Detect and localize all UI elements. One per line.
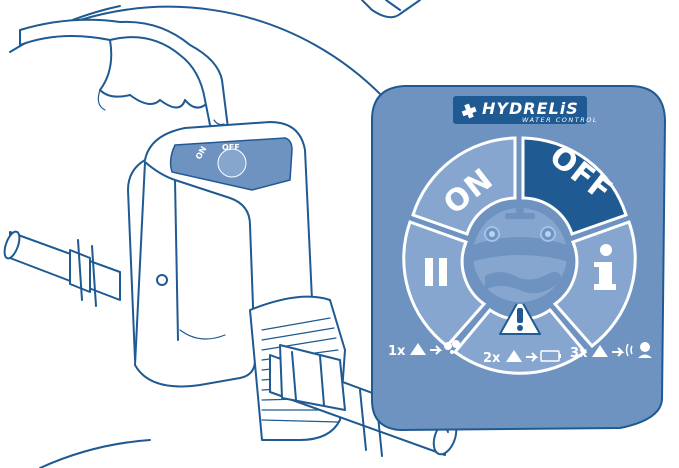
info-icon <box>594 244 616 290</box>
warning-triangle-icon <box>499 297 541 335</box>
logo-cross-icon <box>461 103 477 119</box>
alert-button[interactable] <box>452 297 588 375</box>
legend-count-1: 1x <box>388 344 406 359</box>
faucet-icon <box>470 208 570 262</box>
center-status-indicator <box>470 206 570 304</box>
pipe-left <box>3 230 121 307</box>
legend-item-signal: 3x <box>570 342 652 361</box>
frame-circle-bottom <box>39 439 151 468</box>
legend-item-battery: 2x <box>483 350 561 366</box>
control-panel-large: HYDRELiS WATER CONTROL ON OFF <box>371 85 667 432</box>
pipe-fragment-top <box>361 0 421 19</box>
legend-item-leak: 1x <box>388 340 460 359</box>
brand-name: HYDRELiS <box>482 99 579 118</box>
brand-tagline: WATER CONTROL <box>522 116 598 124</box>
brand-logo: HYDRELiS WATER CONTROL <box>453 96 598 124</box>
radio-signal-icon <box>625 342 652 358</box>
legend-count-3: 3x <box>570 346 588 361</box>
pause-icon <box>425 258 447 286</box>
water-leak-icon <box>444 340 460 354</box>
hand-illustration <box>19 18 230 141</box>
alert-legend: 1x 2x 3x <box>388 340 652 366</box>
valve-device: ON OFF <box>127 121 346 441</box>
on-button[interactable]: ON <box>411 136 517 236</box>
battery-icon <box>540 350 561 362</box>
device-mini-panel: ON OFF <box>169 137 293 191</box>
legend-count-2: 2x <box>483 351 501 366</box>
mini-off-label: OFF <box>222 143 240 152</box>
water-drop-icon <box>485 272 562 294</box>
info-button[interactable] <box>552 220 637 349</box>
